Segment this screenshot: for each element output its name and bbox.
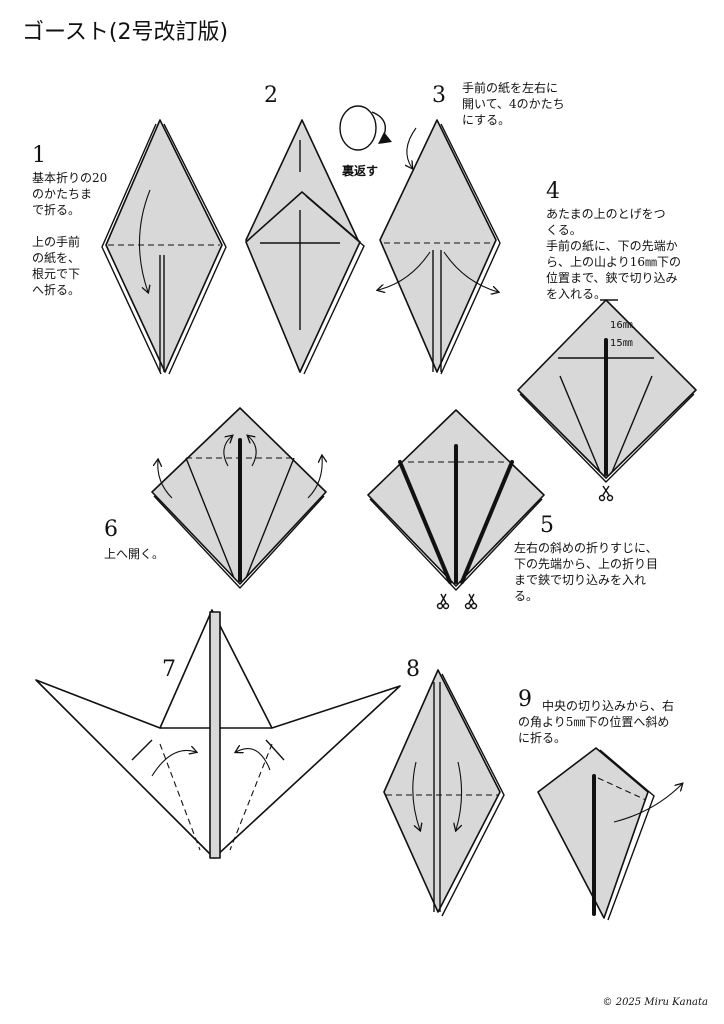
step-6-number: 6 xyxy=(104,517,118,542)
step-1-number: 1 xyxy=(32,143,46,168)
step-8-figure xyxy=(383,669,505,917)
step-3-figure xyxy=(378,119,501,375)
step-4-text: あたまの上のとげをつ くる。 手前の紙に、下の先端か ら、上の山より16㎜下の … xyxy=(546,207,682,301)
step-9-number: 9 xyxy=(518,687,532,712)
scissors-icon xyxy=(598,485,614,502)
step-5-text: 左右の斜めの折りすじに、 下の先端から、上の折り目 まで鋏で切り込みを入れ る。 xyxy=(514,541,659,603)
flip-over-icon xyxy=(339,105,392,151)
step-7-figure xyxy=(35,609,401,859)
step-1-text: 基本折りの20 のかたちま で折る。 上の手前 の紙を、 根元で下 へ折る。 xyxy=(32,171,108,297)
step-2-number: 2 xyxy=(264,83,278,108)
step-4-number: 4 xyxy=(546,179,560,204)
step-1-figure xyxy=(101,119,227,375)
copyright: © 2025 Miru Kanata xyxy=(602,997,708,1008)
step-3-text: 手前の紙を左右に 開いて、4のかたち にする。 xyxy=(462,81,565,127)
step-5-figure xyxy=(367,409,545,592)
step-3-number: 3 xyxy=(432,83,446,108)
step-5-number: 5 xyxy=(540,513,554,538)
measure-16mm: 16㎜ xyxy=(610,320,633,331)
step-6-figure xyxy=(151,407,326,590)
step-2-figure xyxy=(245,119,365,375)
step-9-text: 中央の切り込みから、右 の角より5㎜下の位置へ斜め に折る。 xyxy=(518,699,675,745)
flip-label: 裏返す xyxy=(342,164,379,178)
step-6-text: 上へ開く。 xyxy=(104,547,165,561)
scissors-icon xyxy=(436,593,478,610)
step-9-figure xyxy=(537,747,682,921)
step-8-number: 8 xyxy=(406,657,420,682)
measure-15mm: 15㎜ xyxy=(610,338,633,349)
step-4-figure xyxy=(517,299,697,483)
page-title: ゴースト(2号改訂版) xyxy=(22,20,229,45)
step-7-number: 7 xyxy=(162,657,176,682)
